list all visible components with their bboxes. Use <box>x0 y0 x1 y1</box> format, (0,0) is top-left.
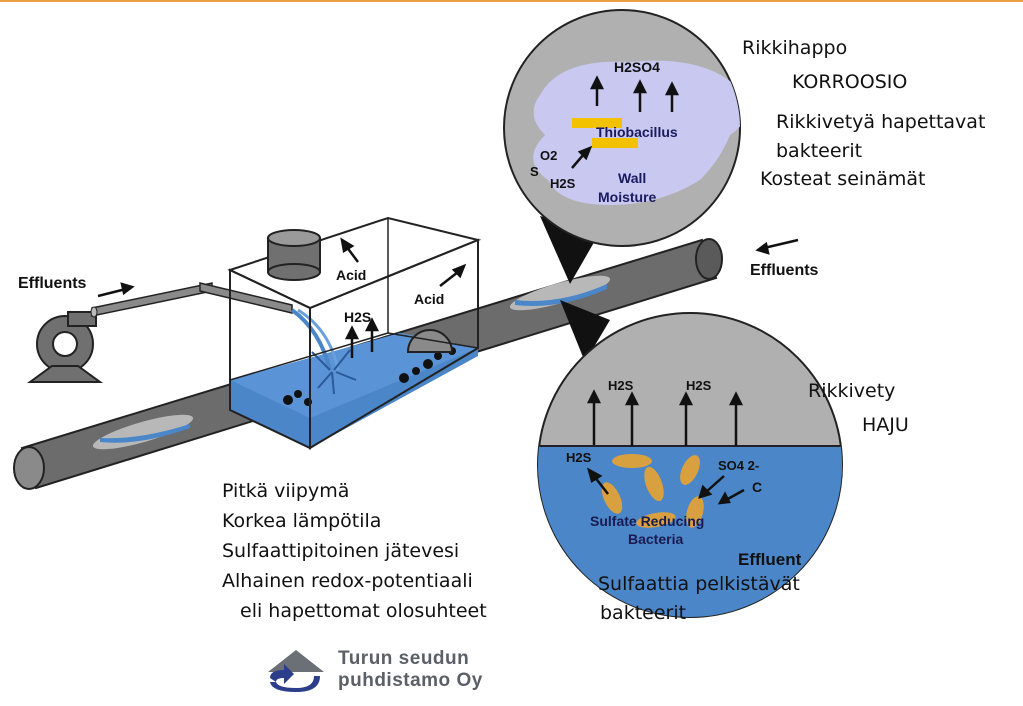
c-label: C <box>752 479 762 495</box>
s-label: S <box>530 164 539 179</box>
bakteerit-label-bottom: bakteerit <box>600 602 687 624</box>
effluent-label: Effluent <box>738 550 802 569</box>
company-logo-icon <box>268 650 324 692</box>
condition-item: Korkea lämpötila <box>222 510 382 532</box>
moisture-label: Moisture <box>598 189 657 205</box>
h2s-bottom-label-3: H2S <box>566 450 592 465</box>
zoom-circle-top <box>503 9 741 284</box>
condition-item: eli hapettomat olosuhteet <box>240 600 487 622</box>
haju-label: HAJU <box>862 414 909 436</box>
kosteat-seinamat-label: Kosteat seinämät <box>760 168 926 190</box>
logo-line-1: Turun seudun <box>338 648 470 669</box>
effluents-left-label: Effluents <box>18 275 87 292</box>
logo-line-2: puhdistamo Oy <box>338 670 483 691</box>
condition-item: Pitkä viipymä <box>222 480 350 502</box>
footer <box>0 628 1023 706</box>
h2s-top-label: H2S <box>550 176 576 191</box>
h2s-box-label: H2S <box>344 309 371 325</box>
sulfaattia-pelkistavat-label: Sulfaattia pelkistävät <box>598 573 800 595</box>
acid-label-1: Acid <box>336 267 366 283</box>
top-accent-line <box>0 0 1023 2</box>
so4-label: SO4 2- <box>718 458 759 473</box>
thiobacillus-label: Thiobacillus <box>596 124 678 140</box>
sewer-diagram: Effluents Effluents Acid Acid H2S Thioba… <box>13 9 843 618</box>
pump-icon <box>26 311 104 383</box>
bacteria-label: Bacteria <box>628 531 683 547</box>
sulfate-reducing-label: Sulfate Reducing <box>590 513 704 529</box>
condition-item: Sulfaattipitoinen jätevesi <box>222 540 460 562</box>
h2s-bottom-label-2: H2S <box>686 378 712 393</box>
rikkivety-label: Rikkivety <box>808 380 896 402</box>
h2s-bottom-label-1: H2S <box>608 378 634 393</box>
korroosio-label: KORROOSIO <box>792 71 908 93</box>
pump-station-box <box>227 216 482 450</box>
h2so4-label: H2SO4 <box>614 59 660 75</box>
acid-label-2: Acid <box>414 291 444 307</box>
box-arrows <box>97 237 799 358</box>
o2-label: O2 <box>540 148 557 163</box>
condition-item: Alhainen redox-potentiaali <box>222 570 473 592</box>
effluents-right-label: Effluents <box>750 262 819 279</box>
bakteerit-label-top: bakteerit <box>776 140 863 162</box>
rikkivetya-hapettavat-label: Rikkivetyä hapettavat <box>776 111 986 133</box>
pressure-line <box>90 282 293 318</box>
wall-label: Wall <box>618 170 646 186</box>
rikkihappo-label: Rikkihappo <box>742 37 848 59</box>
company-logo-text: Turun seudun puhdistamo Oy <box>338 648 483 692</box>
